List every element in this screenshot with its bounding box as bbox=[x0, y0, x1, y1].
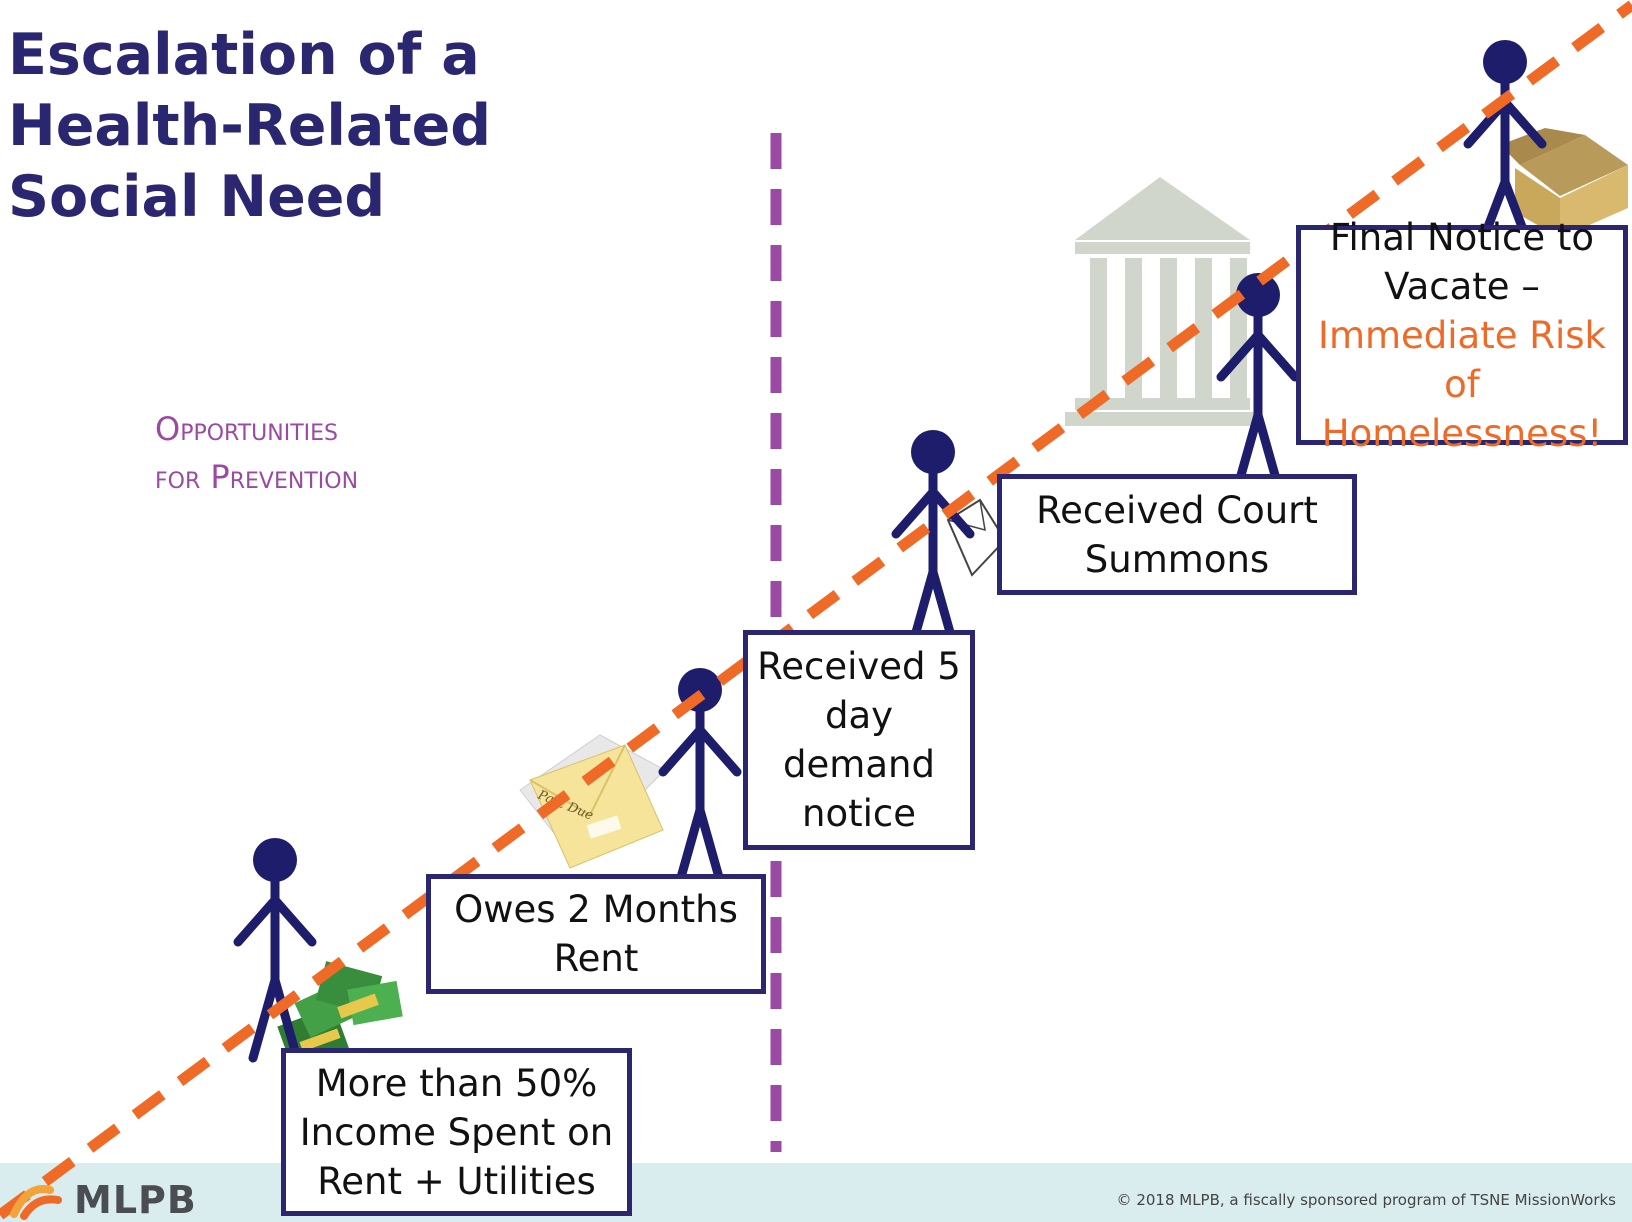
title-line: Health-Related bbox=[8, 93, 492, 159]
title-line: Escalation of a bbox=[8, 22, 480, 88]
step-text: Rent bbox=[553, 937, 639, 980]
footer-band bbox=[0, 1163, 1632, 1222]
step-3-box: Received 5 day demand notice bbox=[743, 630, 975, 850]
mlpb-logo: MLPB bbox=[10, 1178, 197, 1222]
step-text: Income Spent on bbox=[299, 1110, 614, 1154]
step-text: Final Notice to bbox=[1329, 215, 1595, 259]
page-title: Escalation of a Health-Related Social Ne… bbox=[8, 20, 491, 233]
warning-text: of Homelessness! bbox=[1321, 362, 1603, 455]
step-text: Received Court bbox=[1036, 488, 1318, 532]
step-text: Vacate – bbox=[1384, 264, 1540, 308]
prevention-label: Opportunities for Prevention bbox=[155, 405, 358, 501]
mlpb-logo-icon bbox=[10, 1185, 62, 1220]
stick-figure bbox=[233, 838, 317, 1063]
step-2-box: Owes 2 Months Rent bbox=[426, 874, 766, 994]
prevention-line: Opportunities bbox=[155, 410, 339, 448]
step-text: Rent + Utilities bbox=[317, 1159, 596, 1203]
warning-text: Immediate Risk bbox=[1318, 313, 1606, 357]
logo-text: MLPB bbox=[74, 1178, 197, 1222]
step-1-box: More than 50% Income Spent on Rent + Uti… bbox=[281, 1048, 632, 1216]
past-due-envelope-icon: Past Due bbox=[519, 734, 666, 869]
prevention-line: for Prevention bbox=[155, 458, 359, 496]
step-text: More than 50% bbox=[315, 1061, 598, 1105]
step-text: Summons bbox=[1084, 537, 1270, 581]
title-line: Social Need bbox=[8, 164, 386, 230]
step-text: day bbox=[824, 694, 894, 737]
step-text: Owes 2 Months bbox=[454, 888, 738, 931]
copyright-notice: © 2018 MLPB, a fiscally sponsored progra… bbox=[1116, 1191, 1616, 1209]
step-text: Received 5 bbox=[757, 645, 961, 688]
step-4-box: Received Court Summons bbox=[997, 474, 1357, 595]
step-5-box: Final Notice to Vacate – Immediate Risk … bbox=[1296, 216, 1628, 455]
step-text: notice bbox=[802, 792, 916, 835]
step-text: demand bbox=[783, 743, 935, 786]
